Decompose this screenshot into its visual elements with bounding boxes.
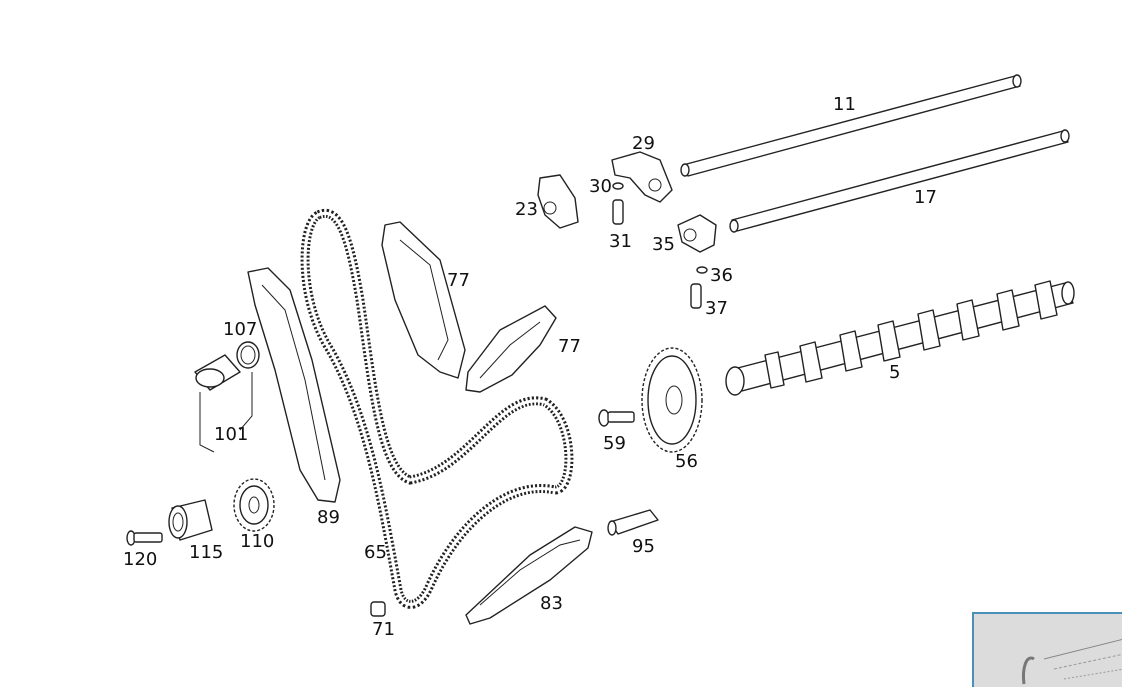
camshaft-sprocket-56 — [641, 347, 703, 453]
label-101: 101 — [214, 424, 248, 445]
fitting-95 — [607, 509, 659, 536]
thumbnail-preview-icon — [1022, 638, 1122, 685]
guide-rail-77-upper — [381, 221, 466, 379]
label-77-lower: 77 — [558, 336, 581, 357]
label-107: 107 — [223, 319, 257, 340]
label-77-upper: 77 — [447, 270, 470, 291]
link-71 — [370, 601, 386, 617]
overview-thumbnail[interactable] — [972, 612, 1122, 687]
bolt-59 — [598, 409, 635, 427]
label-83: 83 — [540, 593, 563, 614]
rocker-shaft-11 — [680, 74, 1022, 177]
label-59: 59 — [603, 433, 626, 454]
label-95: 95 — [632, 536, 655, 557]
rocker-shaft-17 — [729, 129, 1070, 233]
camshaft-5 — [725, 280, 1075, 396]
label-11: 11 — [833, 94, 856, 115]
label-89: 89 — [317, 507, 340, 528]
bolt-120 — [126, 530, 163, 546]
seal-ring-107 — [236, 341, 260, 369]
bushing-115 — [168, 499, 213, 541]
label-65: 65 — [364, 542, 387, 563]
label-23: 23 — [515, 199, 538, 220]
label-17: 17 — [914, 187, 937, 208]
label-120: 120 — [123, 549, 157, 570]
tensioner-rail-89 — [247, 267, 341, 503]
label-110: 110 — [240, 531, 274, 552]
label-36: 36 — [710, 265, 733, 286]
part-labels: 11 17 29 30 23 31 35 36 37 77 77 107 101… — [123, 94, 937, 640]
chain-guide-83 — [465, 526, 593, 625]
rocker-arm-29 — [611, 151, 673, 203]
rocker-arm-35 — [677, 214, 717, 253]
gear-110 — [233, 478, 275, 532]
rocker-arm-23 — [537, 174, 579, 229]
tensioner-101 — [194, 354, 253, 453]
label-35: 35 — [652, 234, 675, 255]
label-5: 5 — [889, 362, 900, 383]
label-71: 71 — [372, 619, 395, 640]
label-37: 37 — [705, 298, 728, 319]
label-31: 31 — [609, 231, 632, 252]
label-115: 115 — [189, 542, 223, 563]
guide-rail-77-lower — [465, 305, 557, 393]
small-parts-30-31-36-37 — [612, 182, 708, 309]
label-29: 29 — [632, 133, 655, 154]
label-30: 30 — [589, 176, 612, 197]
timing-chain-65 — [300, 208, 574, 609]
label-56: 56 — [675, 451, 698, 472]
